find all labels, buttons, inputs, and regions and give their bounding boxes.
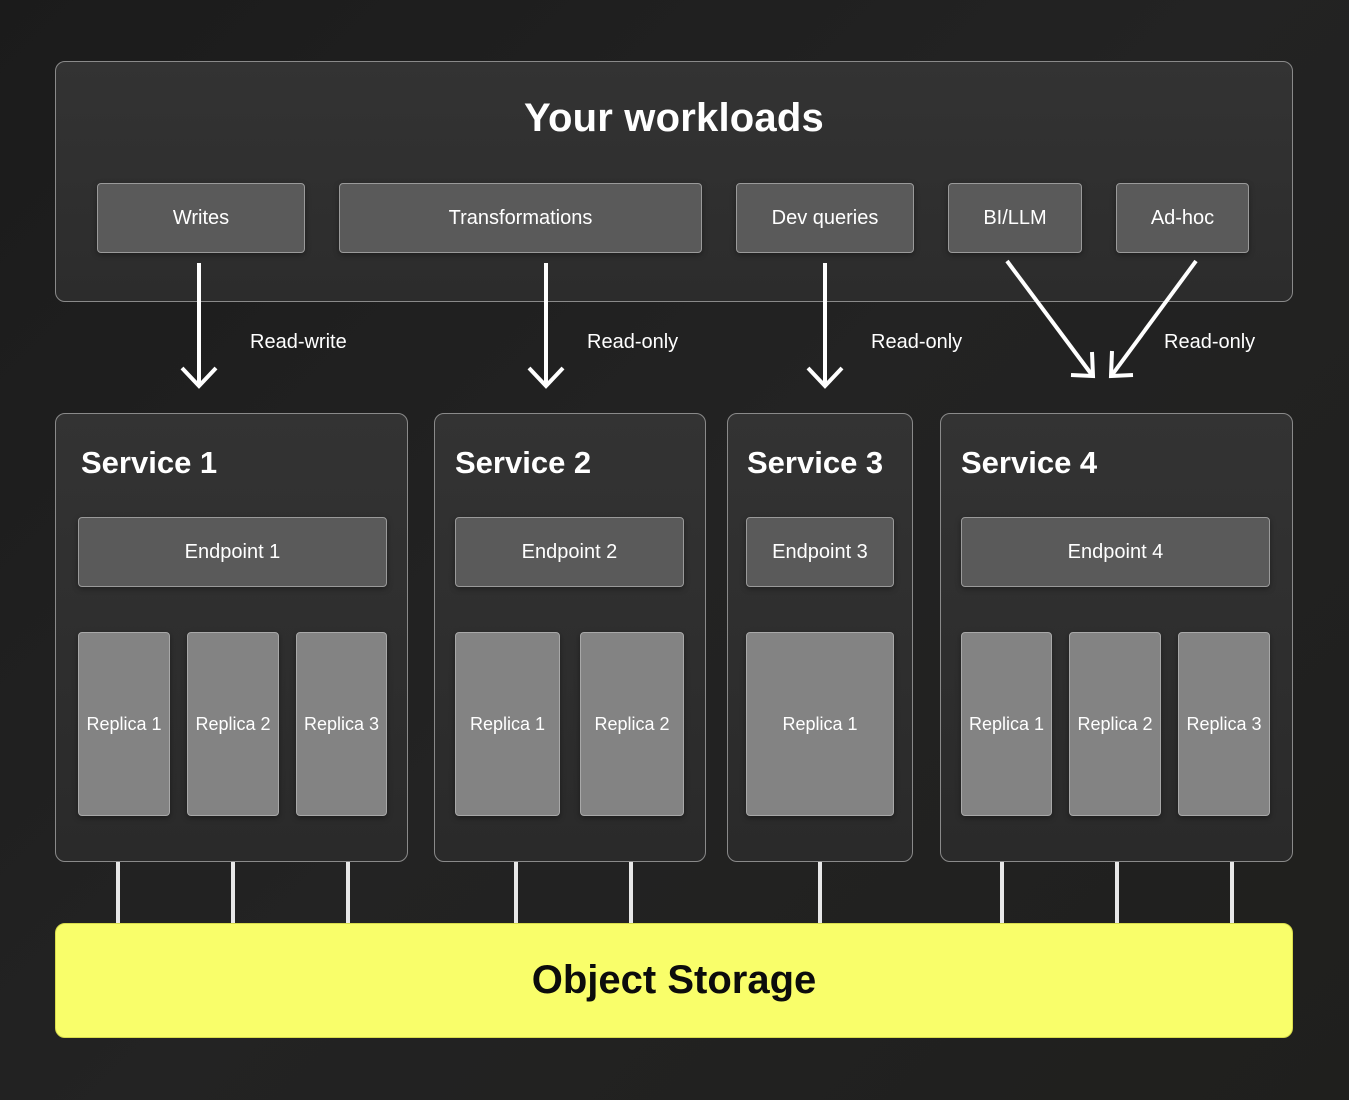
arrowhead-bi-llm bbox=[1070, 351, 1096, 379]
workload-writes: Writes bbox=[97, 183, 305, 253]
label-read-write: Read-write bbox=[250, 331, 347, 353]
service-4-title: Service 4 bbox=[961, 445, 1098, 480]
arrowhead-service-3 bbox=[806, 366, 844, 389]
service-4-replica-3: Replica 3 bbox=[1178, 632, 1270, 816]
workload-bi-llm: BI/LLM bbox=[948, 183, 1082, 253]
label-read-only-service-4: Read-only bbox=[1164, 331, 1256, 353]
workloads-title: Your workloads bbox=[524, 96, 824, 140]
arrowhead-ad-hoc bbox=[1108, 350, 1134, 379]
service-1-endpoint: Endpoint 1 bbox=[78, 517, 387, 587]
service-3-title: Service 3 bbox=[747, 445, 884, 480]
service-1-replica-1: Replica 1 bbox=[78, 632, 170, 816]
service-4-replica-2: Replica 2 bbox=[1069, 632, 1161, 816]
workload-transformations: Transformations bbox=[339, 183, 702, 253]
service-4-endpoint: Endpoint 4 bbox=[961, 517, 1270, 587]
service-2-replica-2: Replica 2 bbox=[580, 632, 684, 816]
workload-dev-queries: Dev queries bbox=[736, 183, 914, 253]
service-4-replica-1: Replica 1 bbox=[961, 632, 1052, 816]
service-2-endpoint: Endpoint 2 bbox=[455, 517, 684, 587]
service-1-replica-2: Replica 2 bbox=[187, 632, 279, 816]
workload-ad-hoc: Ad-hoc bbox=[1116, 183, 1249, 253]
service-3-endpoint: Endpoint 3 bbox=[746, 517, 894, 587]
label-read-only-service-3: Read-only bbox=[871, 331, 963, 353]
arrowhead-service-1 bbox=[180, 366, 218, 389]
service-1-replica-3: Replica 3 bbox=[296, 632, 387, 816]
service-3-replica-1: Replica 1 bbox=[746, 632, 894, 816]
service-1-title: Service 1 bbox=[81, 445, 218, 480]
object-storage: Object Storage bbox=[55, 923, 1293, 1038]
service-2-replica-1: Replica 1 bbox=[455, 632, 560, 816]
arrowhead-service-2 bbox=[527, 366, 565, 389]
label-read-only-service-2: Read-only bbox=[587, 331, 679, 353]
service-2-title: Service 2 bbox=[455, 445, 592, 480]
